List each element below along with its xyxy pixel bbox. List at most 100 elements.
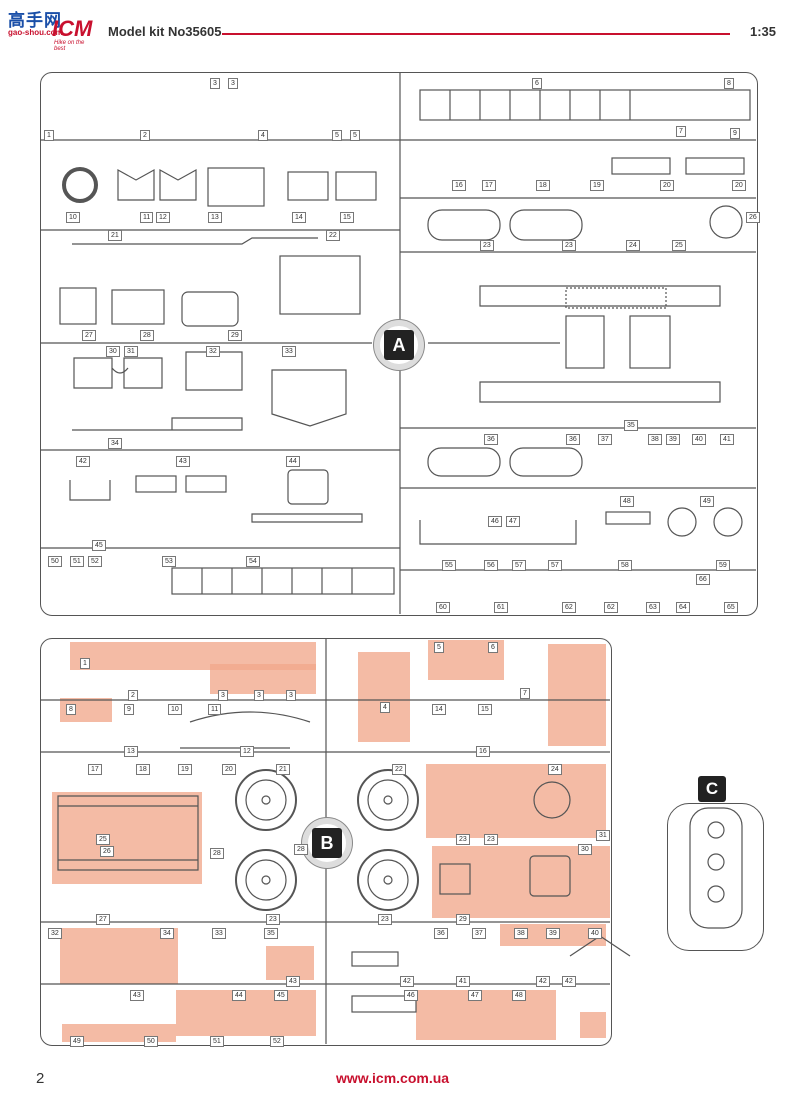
sprue-b-part-number-tag: 43 [130,990,144,1001]
sprue-b-label: B [312,828,342,858]
sprue-b-part-number-tag: 3 [286,690,296,701]
sprue-b-part-number-tag: 16 [476,746,490,757]
sprue-a-part-number-tag: 3 [210,78,220,89]
sprue-a-part-number-tag: 38 [648,434,662,445]
sprue-b-part-number-tag: 11 [208,704,222,715]
sprue-b-part-number-tag: 29 [456,914,470,925]
sprue-a-part-number-tag: 8 [724,78,734,89]
sprue-b-part-number-tag: 49 [70,1036,84,1047]
sprue-b-part-number-tag: 9 [124,704,134,715]
sprue-b-part-number-tag: 30 [578,844,592,855]
highlight-region [266,946,314,980]
sprue-a-part-number-tag: 42 [76,456,90,467]
sprue-a-part-number-tag: 20 [732,180,746,191]
sprue-b-part-number-tag: 31 [596,830,610,841]
sprue-a-part-number-tag: 64 [676,602,690,613]
sprue-a-part-number-tag: 2 [140,130,150,141]
sprue-a-part-number-tag: 15 [340,212,354,223]
header-rule [222,33,730,35]
sprue-b-part-number-tag: 25 [96,834,110,845]
sprue-a-part-number-tag: 62 [604,602,618,613]
site-logo: 高手网 gao-shou.com ICM Hike on the best [8,6,93,52]
highlight-region [548,644,606,746]
sprue-a-part-number-tag: 48 [620,496,634,507]
sprue-b-part-number-tag: 21 [276,764,290,775]
sprue-a-part-number-tag: 35 [624,420,638,431]
sprue-a-part-number-tag: 21 [108,230,122,241]
sprue-b-part-number-tag: 46 [404,990,418,1001]
sprue-b-part-number-tag: 27 [96,914,110,925]
sprue-b-part-number-tag: 3 [254,690,264,701]
sprue-b-part-number-tag: 19 [178,764,192,775]
sprue-b-badge: B [302,818,352,868]
sprue-a-part-number-tag: 29 [228,330,242,341]
sprue-b-part-number-tag: 28 [210,848,224,859]
sprue-a-part-number-tag: 43 [176,456,190,467]
sprue-b-part-number-tag: 47 [468,990,482,1001]
sprue-a-part-number-tag: 63 [646,602,660,613]
sprue-a-part-number-tag: 13 [208,212,222,223]
sprue-a-part-number-tag: 23 [562,240,576,251]
sprue-b-part-number-tag: 32 [48,928,62,939]
sprue-b-part-number-tag: 10 [168,704,182,715]
sprue-a-part-number-tag: 50 [48,556,62,567]
sprue-b-part-number-tag: 1 [80,658,90,669]
logo-tagline: Hike on the best [54,40,85,52]
sprue-b-part-number-tag: 52 [270,1036,284,1047]
sprue-b-part-number-tag: 4 [380,702,390,713]
sprue-b-part-number-tag: 3 [218,690,228,701]
sprue-b-part-number-tag: 23 [484,834,498,845]
sprue-b-part-number-tag: 39 [546,928,560,939]
highlight-region [432,846,610,918]
sprue-a-label: A [384,330,414,360]
sprue-a-part-number-tag: 45 [92,540,106,551]
sprue-b-part-number-tag: 23 [378,914,392,925]
sprue-a-part-number-tag: 30 [106,346,120,357]
sprue-a-part-number-tag: 62 [562,602,576,613]
sprue-b-part-number-tag: 18 [136,764,150,775]
sprue-b-part-number-tag: 24 [548,764,562,775]
sprue-a-part-number-tag: 1 [44,130,54,141]
highlight-region [426,764,606,838]
sprue-a-part-number-tag: 36 [566,434,580,445]
sprue-a-part-number-tag: 33 [282,346,296,357]
sprue-b-part-number-tag: 5 [434,642,444,653]
sprue-b-part-number-tag: 41 [456,976,470,987]
icm-logo-mark: ICM [52,16,93,41]
sprue-a-part-number-tag: 66 [696,574,710,585]
sprue-a-part-number-tag: 20 [660,180,674,191]
footer-url-link[interactable]: www.icm.com.ua [336,1070,450,1086]
sprue-a-part-number-tag: 41 [720,434,734,445]
sprue-a-part-number-tag: 51 [70,556,84,567]
sprue-b-part-number-tag: 23 [456,834,470,845]
sprue-a-badge: A [374,320,424,370]
sprue-b-part-number-tag: 15 [478,704,492,715]
sprue-a-part-number-tag: 22 [326,230,340,241]
sprue-a-part-number-tag: 3 [228,78,238,89]
sprue-a-part-number-tag: 52 [88,556,102,567]
sprue-b-part-number-tag: 28 [294,844,308,855]
sprue-a-part-number-tag: 47 [506,516,520,527]
sprue-a-part-number-tag: 11 [140,212,154,223]
sprue-b-part-number-tag: 51 [210,1036,224,1047]
sprue-a-part-number-tag: 24 [626,240,640,251]
sprue-b-part-number-tag: 45 [274,990,288,1001]
sprue-a-part-number-tag: 16 [452,180,466,191]
sprue-b-part-number-tag: 42 [562,976,576,987]
highlight-region [416,990,556,1040]
sprue-a-part-number-tag: 36 [484,434,498,445]
sprue-b-part-number-tag: 26 [100,846,114,857]
sprue-b-part-number-tag: 34 [160,928,174,939]
sprue-a-part-number-tag: 19 [590,180,604,191]
sprue-a-part-number-tag: 55 [442,560,456,571]
sprue-a-part-number-tag: 53 [162,556,176,567]
highlight-region [176,990,316,1036]
sprue-b-part-number-tag: 6 [488,642,498,653]
page-header: 高手网 gao-shou.com ICM Hike on the best Mo… [0,0,800,60]
sprue-a-part-number-tag: 14 [292,212,306,223]
sprue-a-part-number-tag: 18 [536,180,550,191]
sprue-a-part-number-tag: 23 [480,240,494,251]
sprue-a-part-number-tag: 5 [350,130,360,141]
sprue-a-part-number-tag: 31 [124,346,138,357]
sprue-b-part-number-tag: 20 [222,764,236,775]
